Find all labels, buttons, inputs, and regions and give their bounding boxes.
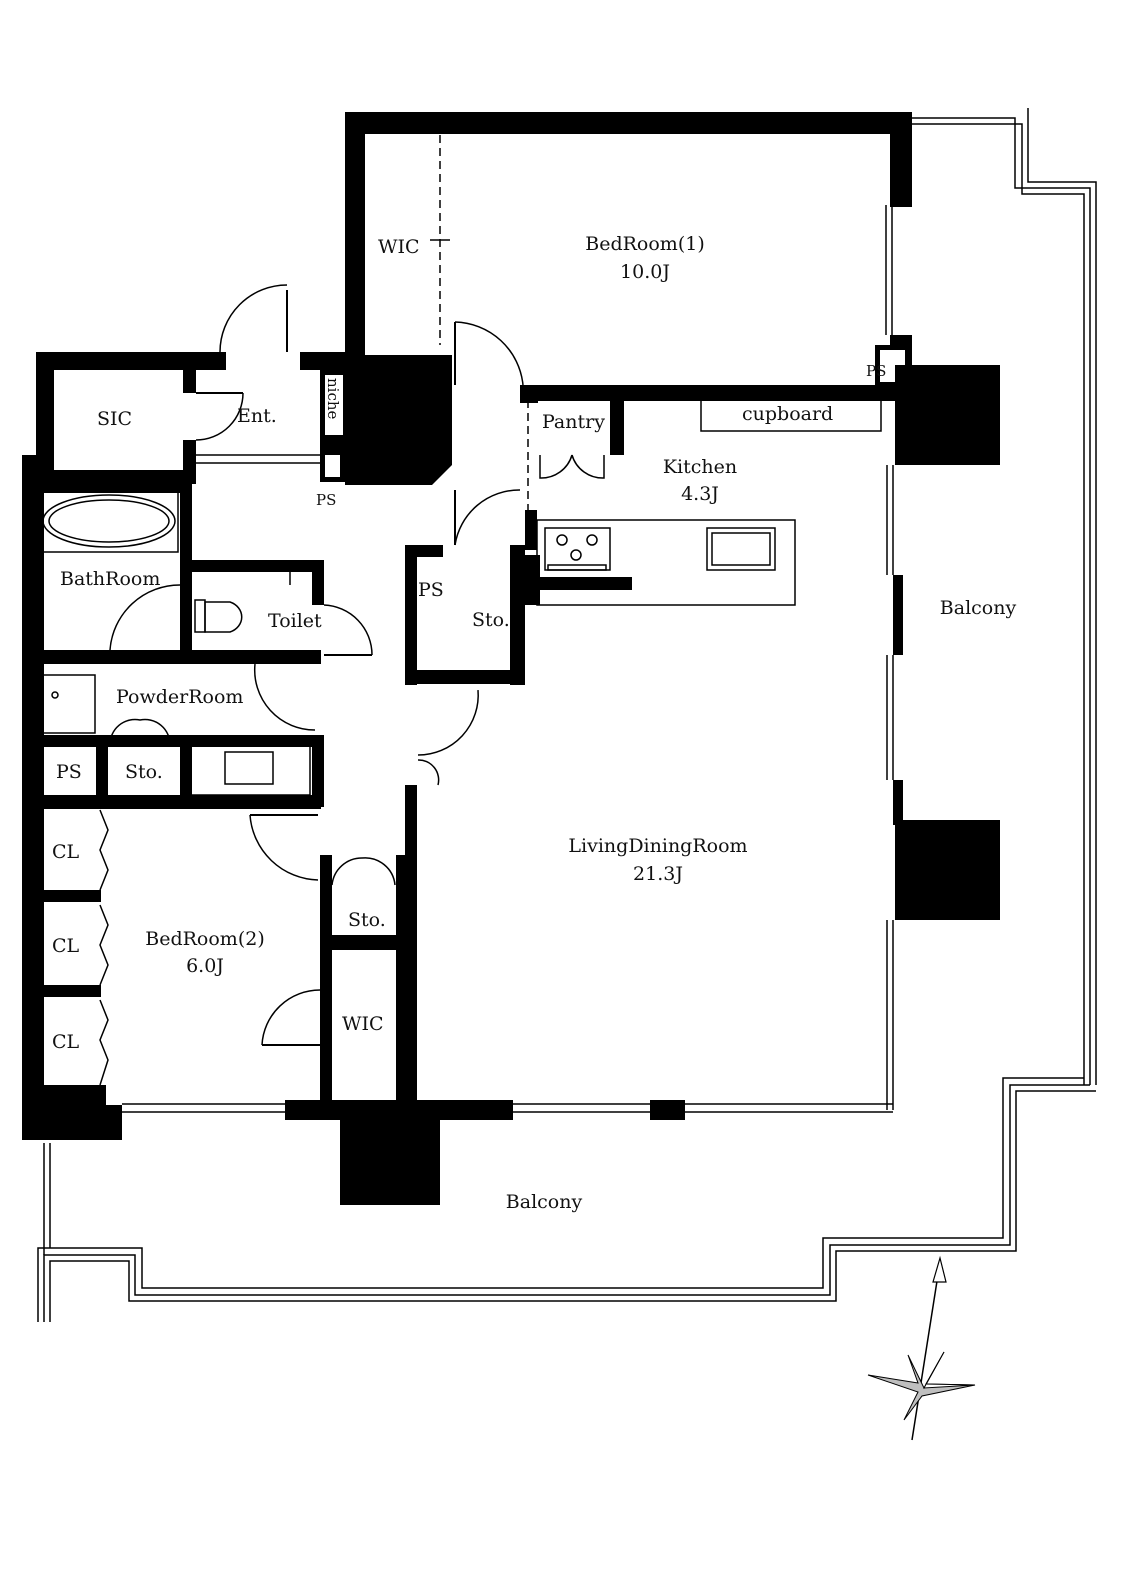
label-balcony-south: Balcony	[506, 1191, 583, 1213]
label-pantry: Pantry	[542, 411, 605, 433]
label-bedroom1-size: 10.0J	[620, 261, 670, 283]
label-bedroom1: BedRoom(1)	[585, 233, 704, 255]
label-sic: SIC	[97, 408, 132, 430]
north-arrow-compass-icon	[867, 1255, 976, 1441]
label-cupboard: cupboard	[742, 403, 833, 425]
label-entrance: Ent.	[237, 405, 277, 427]
label-living-dining-size: 21.3J	[633, 863, 683, 885]
label-ps-powder: PS	[56, 761, 82, 783]
label-powder-room: PowderRoom	[116, 686, 243, 708]
label-sto-bedroom2: Sto.	[348, 909, 386, 931]
label-cl-2: CL	[52, 935, 80, 957]
doors	[99, 135, 605, 1086]
label-ps-hall: PS	[418, 579, 444, 601]
label-sto-powder: Sto.	[125, 761, 163, 783]
balcony-outline	[37, 108, 1097, 1322]
label-bedroom2: BedRoom(2)	[145, 928, 264, 950]
fixtures	[39, 398, 882, 796]
label-balcony-east: Balcony	[940, 597, 1017, 619]
label-ps-entrance: PS	[316, 491, 336, 509]
label-cl-3: CL	[52, 1031, 80, 1053]
label-bathroom: BathRoom	[60, 568, 160, 590]
label-bedroom2-size: 6.0J	[186, 955, 224, 977]
walls	[22, 112, 1000, 1205]
label-sto-hall: Sto.	[472, 609, 510, 631]
label-ps-bedroom1: PS	[866, 362, 886, 380]
label-kitchen: Kitchen	[663, 456, 737, 478]
windows	[122, 205, 894, 1113]
room-labels: WIC BedRoom(1) 10.0J SIC Ent. niche PS P…	[52, 233, 1016, 1213]
label-kitchen-size: 4.3J	[681, 483, 719, 505]
label-toilet: Toilet	[268, 610, 322, 632]
label-niche: niche	[324, 378, 342, 420]
label-cl-1: CL	[52, 841, 80, 863]
label-living-dining: LivingDiningRoom	[568, 835, 747, 857]
label-wic-top: WIC	[378, 236, 420, 258]
label-wic-bedroom2: WIC	[342, 1013, 384, 1035]
